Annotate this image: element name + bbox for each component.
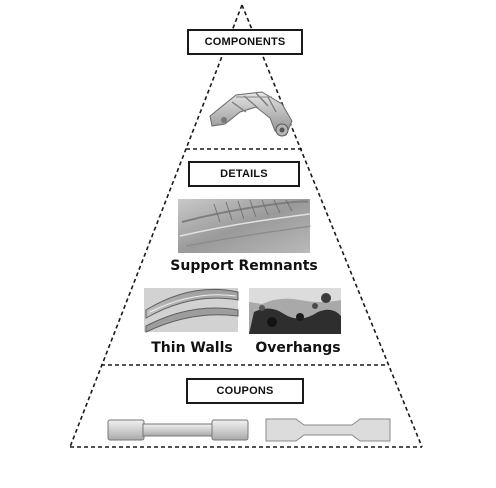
- components-label: COMPONENTS: [187, 29, 303, 55]
- details-label: DETAILS: [188, 161, 300, 187]
- thin-walls-caption: Thin Walls: [151, 340, 233, 356]
- flat-coupon-image: [265, 418, 391, 442]
- pyramid-left-edge: [69, 4, 243, 448]
- support-remnants-caption: Support Remnants: [170, 258, 318, 274]
- coupons-label: COUPONS: [186, 378, 304, 404]
- support-remnants-image: [178, 199, 311, 253]
- round-coupon-image: [107, 419, 249, 441]
- pyramid-right-edge: [241, 4, 423, 448]
- thin-walls-image: [144, 288, 239, 333]
- overhangs-image: [249, 288, 341, 334]
- pyramid-outline: [69, 4, 423, 448]
- component-bracket-image: [209, 91, 293, 137]
- overhangs-caption: Overhangs: [255, 340, 341, 356]
